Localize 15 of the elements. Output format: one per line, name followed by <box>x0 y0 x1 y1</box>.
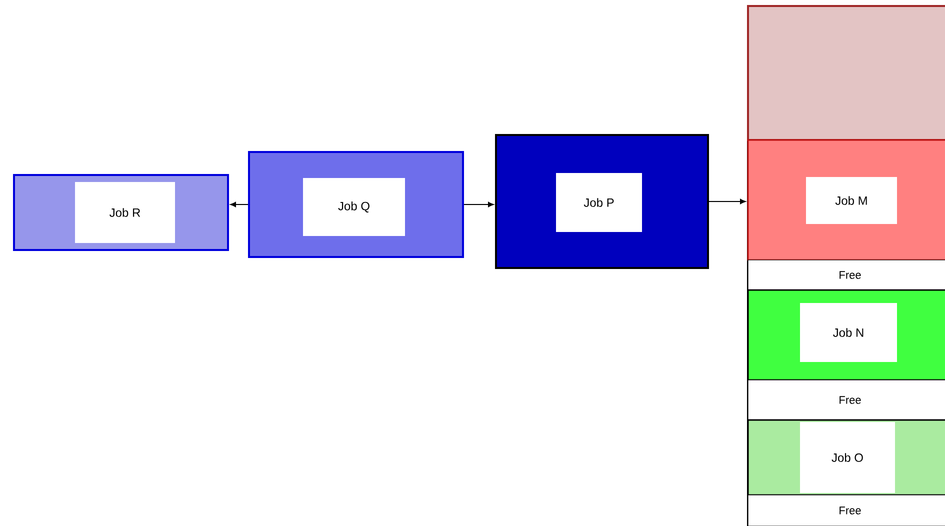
free-space-box: Free <box>748 380 945 420</box>
memory-partition: Job M <box>747 139 945 261</box>
memory-partition: Job O <box>747 419 945 496</box>
free-space-box: Free <box>748 494 945 526</box>
job-box: Job Q <box>248 151 464 258</box>
node-label: Free <box>840 396 861 404</box>
free-space-box: Free <box>748 260 945 290</box>
memory-partition: Job N <box>747 289 945 381</box>
memory-partition <box>747 5 945 141</box>
node-label: Free <box>840 506 861 514</box>
arrow <box>230 202 248 208</box>
arrow <box>464 202 494 208</box>
job-box: Job P <box>495 134 709 269</box>
job-box: Job R <box>13 174 229 251</box>
arrow <box>708 198 746 204</box>
